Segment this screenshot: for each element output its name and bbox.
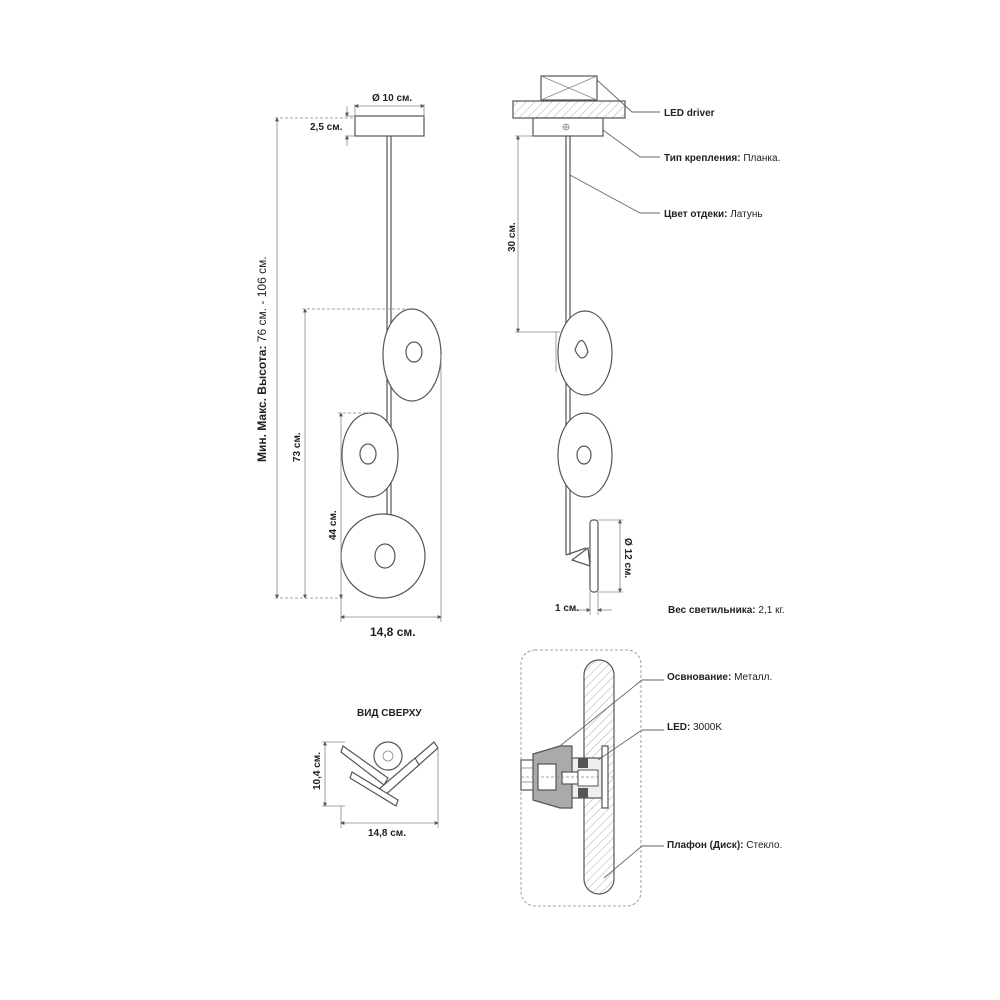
dim-width-main: 14,8 см. [370, 625, 416, 639]
spec-finish: Цвет отдеки: Латунь [664, 209, 763, 220]
side-view: 30 см. Ø 12 см. 1 см. LED driver Тип кре… [507, 75, 785, 616]
ceiling-section [512, 100, 626, 119]
front-view: Ø 10 см. 2,5 см. Мин. Макс. Высота: 76 с… [255, 93, 442, 639]
dim-height-44: 44 см. [328, 510, 339, 540]
dim-canopy-height: 2,5 см. [310, 122, 343, 133]
spec-led-driver: LED driver [664, 108, 715, 119]
spec-mount: Тип крепления: Планка. [664, 153, 780, 164]
dim-top-view-depth: 10,4 см. [312, 752, 323, 790]
spec-base: Освнование: Металл. [667, 672, 772, 683]
dim-top-view-width: 14,8 см. [368, 828, 406, 839]
canopy [354, 115, 425, 137]
top-view-title: ВИД СВЕРХУ [357, 708, 422, 719]
glass-disc-2 [341, 412, 399, 498]
spec-shade: Плафон (Диск): Стекло. [667, 839, 782, 851]
side-disc-1 [555, 310, 613, 396]
dim-disc-thickness: 1 см. [555, 603, 579, 614]
detail-section: Освнование: Металл. LED: 3000K Плафон (Д… [520, 649, 782, 907]
top-view: ВИД СВЕРХУ 10,4 см. 14,8 см. [312, 708, 439, 839]
dim-top-diameter: Ø 10 см. [372, 93, 412, 104]
side-disc-2 [557, 412, 613, 498]
glass-disc-3 [340, 513, 426, 599]
spec-led: LED: 3000K [667, 722, 722, 733]
dim-height-73: 73 см. [292, 432, 303, 462]
glass-disc-1 [382, 308, 442, 402]
dim-rod-30: 30 см. [507, 222, 518, 252]
spec-weight: Вес светильника: 2,1 кг. [668, 605, 785, 616]
dim-disc-diameter: Ø 12 см. [622, 538, 633, 578]
dim-height-range: Мин. Макс. Высота: 76 см. - 106 см. [255, 256, 269, 462]
side-disc-3 [565, 519, 599, 593]
